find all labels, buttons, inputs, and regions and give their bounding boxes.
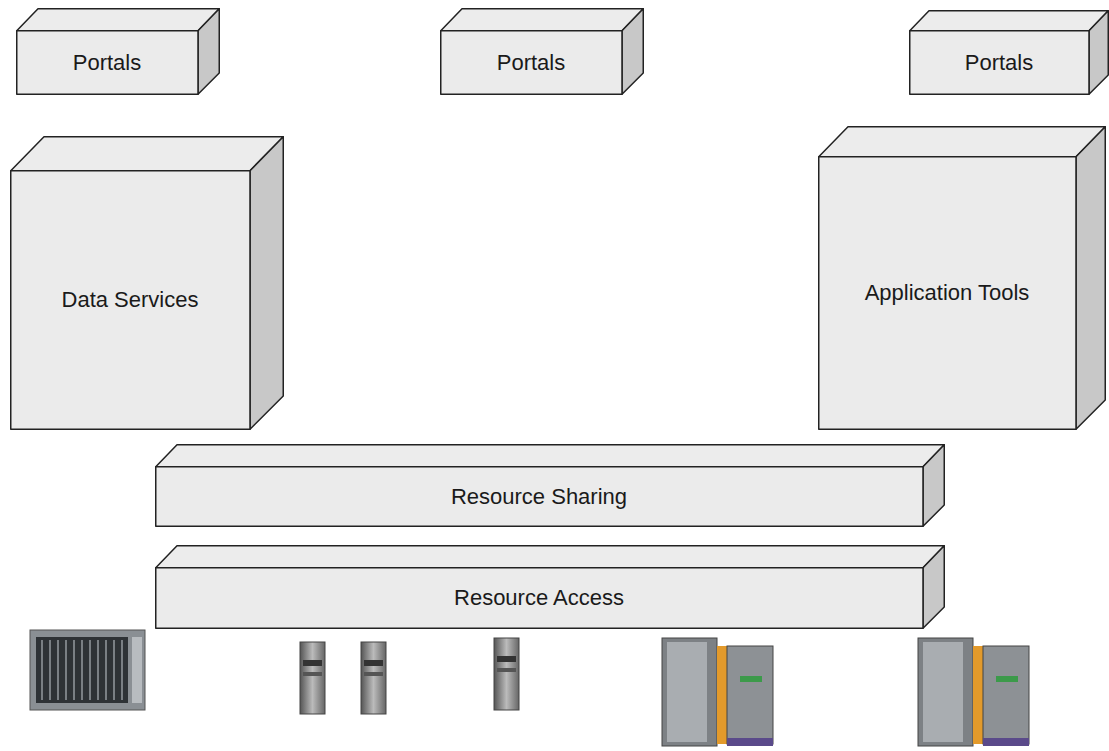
box-face-shape xyxy=(156,445,945,467)
box-face-shape xyxy=(622,9,643,95)
box-face-shape xyxy=(441,9,644,31)
box-label: Portals xyxy=(959,47,1039,79)
box-outline xyxy=(10,136,285,431)
box-face-shape xyxy=(250,137,283,430)
box-label: Data Services xyxy=(56,284,205,316)
box-face-shape xyxy=(910,11,1109,31)
box-label: Resource Sharing xyxy=(445,481,633,513)
block-box: Portals xyxy=(909,10,1109,95)
box-face-shape xyxy=(11,171,250,430)
box-face-shape xyxy=(156,568,923,629)
box-face-shape xyxy=(923,445,944,527)
blade-chassis xyxy=(30,630,145,710)
box-face-shape xyxy=(156,546,945,568)
mainframe-racks xyxy=(662,638,1029,746)
box-label: Portals xyxy=(67,47,147,79)
box-label: Application Tools xyxy=(859,277,1036,309)
block-box: Portals xyxy=(440,8,644,95)
box-face: Resource Access xyxy=(155,567,923,629)
box-face: Resource Sharing xyxy=(155,466,923,527)
box-face: Portals xyxy=(16,30,198,95)
box-face-shape xyxy=(1089,11,1108,95)
box-outline xyxy=(818,126,1107,431)
block-box: Application Tools xyxy=(818,126,1106,430)
block-box: Resource Sharing xyxy=(155,444,945,527)
box-face-shape xyxy=(819,127,1106,157)
box-face-shape xyxy=(17,31,198,95)
box-face-shape xyxy=(11,137,284,171)
block-box: Portals xyxy=(16,8,220,95)
box-label: Resource Access xyxy=(448,582,630,614)
block-box: Resource Access xyxy=(155,545,945,629)
box-face-shape xyxy=(441,31,622,95)
box-label: Portals xyxy=(491,47,571,79)
block-box: Data Services xyxy=(10,136,284,430)
box-face-shape xyxy=(819,157,1076,430)
box-face-shape xyxy=(923,546,944,629)
box-face-shape xyxy=(198,9,219,95)
box-face: Application Tools xyxy=(818,156,1076,430)
box-face: Data Services xyxy=(10,170,250,430)
box-face: Portals xyxy=(909,30,1089,95)
box-face: Portals xyxy=(440,30,622,95)
box-face-shape xyxy=(1076,127,1105,430)
box-face-shape xyxy=(910,31,1089,95)
box-face-shape xyxy=(17,9,220,31)
box-face-shape xyxy=(156,467,923,527)
tower-servers xyxy=(300,638,519,714)
